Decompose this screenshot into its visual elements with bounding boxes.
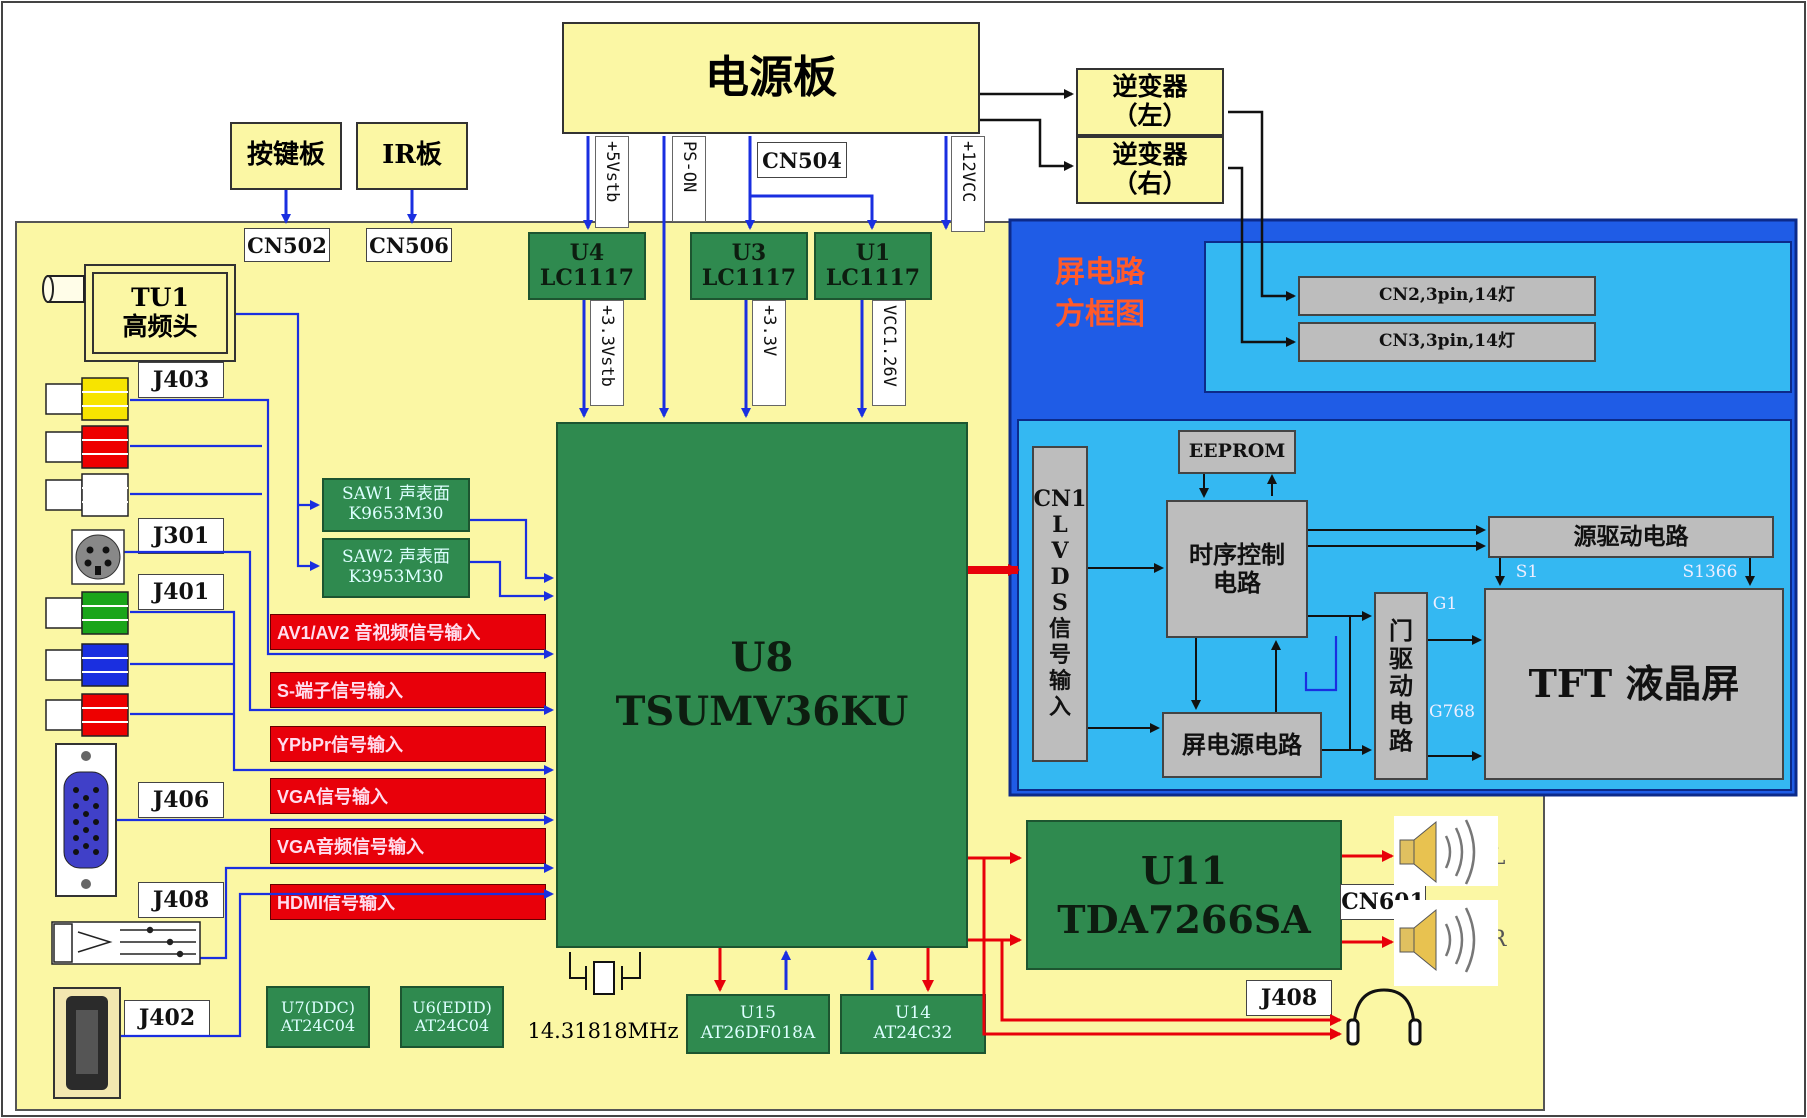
inverter-right: 逆变器 （右） xyxy=(1076,136,1224,204)
inverter-left: 逆变器 （左） xyxy=(1076,68,1224,136)
input-av-label: AV1/AV2 音视频信号输入 xyxy=(270,614,546,650)
rail-3v3stb-label: +3.3Vstb xyxy=(590,300,624,406)
cn601-label: CN601 xyxy=(1340,884,1426,920)
rail-3v3-label: +3.3V xyxy=(752,300,786,406)
speaker-r-label: R xyxy=(1489,926,1507,952)
s1-label: S1 xyxy=(1515,562,1539,582)
input-vga-label: VGA信号输入 xyxy=(270,778,546,814)
j408-left-label: J408 xyxy=(138,882,224,918)
cn502-label: CN502 xyxy=(244,228,330,262)
j406-label: J406 xyxy=(138,782,224,818)
j301-label: J301 xyxy=(138,518,224,554)
j402-label: J402 xyxy=(124,1000,210,1036)
power-board: 电源板 xyxy=(562,22,980,134)
input-svideo-label: S-端子信号输入 xyxy=(270,672,546,708)
u4-regulator: U4 LC1117 xyxy=(528,232,646,300)
input-hdmi-label: HDMI信号输入 xyxy=(270,884,546,920)
rail-ps-on-label: PS-ON xyxy=(672,136,706,222)
j408-right-label: J408 xyxy=(1246,980,1332,1016)
screen-panel-top xyxy=(1204,241,1792,393)
timing-control-block: 时序控制 电路 xyxy=(1166,500,1308,638)
speaker-l-label: L xyxy=(1490,844,1506,870)
u3-regulator: U3 LC1117 xyxy=(690,232,808,300)
eeprom-block: EEPROM xyxy=(1178,430,1296,474)
ir-board: IR板 xyxy=(356,122,468,190)
cn2-connector: CN2,3pin,14灯 xyxy=(1298,276,1596,316)
screen-block-title: 屏电路 方框图 xyxy=(1055,255,1145,332)
saw2-filter: SAW2 声表面 K3953M30 xyxy=(322,538,470,598)
rail-5vstb-label: +5Vstb xyxy=(595,136,629,228)
input-vga-audio-label: VGA音频信号输入 xyxy=(270,828,546,864)
u1-regulator: U1 LC1117 xyxy=(814,232,932,300)
j401-label: J401 xyxy=(138,574,224,610)
u8-main-chip: U8 TSUMV36KU xyxy=(556,422,968,948)
u6-eeprom: U6(EDID) AT24C04 xyxy=(400,986,504,1048)
cn3-connector: CN3,3pin,14灯 xyxy=(1298,322,1596,362)
gate-driver-block: 门 驱 动 电 路 xyxy=(1374,592,1428,780)
s1366-label: S1366 xyxy=(1682,562,1738,582)
u15-flash: U15 AT26DF018A xyxy=(686,994,830,1054)
source-driver-block: 源驱动电路 xyxy=(1488,516,1774,558)
g1-label: G1 xyxy=(1432,594,1458,614)
cn504-label: CN504 xyxy=(757,142,847,178)
panel-power-block: 屏电源电路 xyxy=(1162,712,1322,778)
cn1-lvds-input: CN1 L V D S 信 号 输 入 xyxy=(1032,446,1088,762)
g768-label: G768 xyxy=(1428,702,1476,722)
crystal-frequency-label: 14.31818MHz xyxy=(527,1019,679,1043)
rail-12vcc-label: +12VCC xyxy=(951,136,985,232)
u7-eeprom: U7(DDC) AT24C04 xyxy=(266,986,370,1048)
u11-audio-amp: U11 TDA7266SA xyxy=(1026,820,1342,970)
cn506-label: CN506 xyxy=(366,228,452,262)
u14-eeprom: U14 AT24C32 xyxy=(840,994,986,1054)
tft-panel: TFT 液晶屏 xyxy=(1484,588,1784,780)
input-ypbpr-label: YPbPr信号输入 xyxy=(270,726,546,762)
saw1-filter: SAW1 声表面 K9653M30 xyxy=(322,478,470,532)
key-board: 按键板 xyxy=(230,122,342,190)
tu1-tuner: TU1 高频头 xyxy=(84,264,236,362)
rail-vcc126-label: VCC1.26V xyxy=(872,300,906,406)
j403-label: J403 xyxy=(138,362,224,398)
